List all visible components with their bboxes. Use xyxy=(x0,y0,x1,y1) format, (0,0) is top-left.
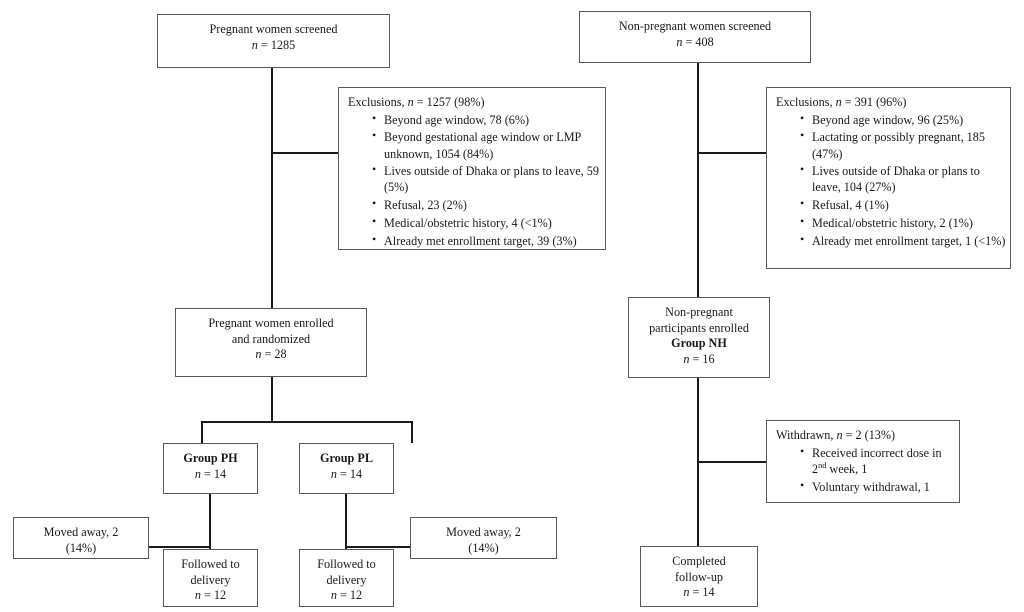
list-item: Already met enrollment target, 1 (<1%) xyxy=(800,232,1010,249)
box-followed-to-delivery-ph: Followed to delivery n = 12 xyxy=(163,549,258,607)
completed-line1: Completed xyxy=(672,554,726,568)
connector-left-split-to-group-pl xyxy=(411,421,413,443)
withdrawn-list: Received incorrect dose in 2nd week, 1 V… xyxy=(767,444,959,495)
completed-n: n = 14 xyxy=(683,585,715,600)
nonpregnant-enrolled-n: n = 16 xyxy=(683,351,715,366)
box-nonpregnant-enrolled: Non-pregnant participants enrolled Group… xyxy=(628,297,770,378)
left-exclusions-list: Beyond age window, 78 (6%) Beyond gestat… xyxy=(339,111,605,249)
list-item: Medical/obstetric history, 2 (1%) xyxy=(800,214,1010,231)
connector-right-screened-to-enrolled xyxy=(697,63,699,297)
connector-left-randomization-split xyxy=(201,421,413,423)
box-moved-away-ph: Moved away, 2 (14%) xyxy=(13,517,149,559)
followed-ph-line2: delivery xyxy=(190,572,231,587)
box-followed-to-delivery-pl: Followed to delivery n = 12 xyxy=(299,549,394,607)
box-pregnant-women-screened: Pregnant women screened n = 1285 xyxy=(157,14,390,68)
connector-left-screened-to-enrolled xyxy=(271,68,273,308)
moved-away-pl-line2: (14%) xyxy=(468,540,499,555)
followed-pl-line1: Followed to xyxy=(317,557,376,571)
moved-away-pl-line1: Moved away, 2 xyxy=(446,525,521,539)
moved-away-ph-line2: (14%) xyxy=(65,540,97,555)
connector-group-ph-to-moved-away xyxy=(148,546,211,548)
box-pregnant-women-enrolled: Pregnant women enrolled and randomized n… xyxy=(175,308,367,377)
group-pl-n: n = 14 xyxy=(330,466,363,481)
group-ph-title: Group PH xyxy=(183,451,238,465)
list-item: Refusal, 23 (2%) xyxy=(372,196,605,213)
left-exclusions-header: Exclusions, n = 1257 (98%) xyxy=(348,95,485,109)
nonpregnant-screened-n: n = 408 xyxy=(676,34,714,49)
list-item: Lives outside of Dhaka or plans to leave… xyxy=(372,162,605,195)
box-withdrawn: Withdrawn, n = 2 (13%) Received incorrec… xyxy=(766,420,960,503)
nonpregnant-enrolled-line1: Non-pregnant xyxy=(665,305,733,319)
followed-ph-line1: Followed to xyxy=(181,557,240,571)
box-group-ph: Group PH n = 14 xyxy=(163,443,258,494)
group-ph-n: n = 14 xyxy=(194,466,227,481)
nonpregnant-screened-title: Non-pregnant women screened xyxy=(618,19,772,33)
right-exclusions-header: Exclusions, n = 391 (96%) xyxy=(776,95,907,109)
pregnant-screened-title: Pregnant women screened xyxy=(209,22,338,36)
pregnant-enrolled-line2: and randomized xyxy=(231,331,311,346)
list-item: Lives outside of Dhaka or plans to leave… xyxy=(800,162,1010,195)
connector-left-split-to-group-ph xyxy=(201,421,203,443)
pregnant-screened-n: n = 1285 xyxy=(251,37,296,52)
withdrawn-header: Withdrawn, n = 2 (13%) xyxy=(776,428,896,442)
list-item: Voluntary withdrawal, 1 xyxy=(800,478,959,495)
box-moved-away-pl: Moved away, 2 (14%) xyxy=(410,517,557,559)
box-right-exclusions: Exclusions, n = 391 (96%) Beyond age win… xyxy=(766,87,1011,269)
list-item: Received incorrect dose in 2nd week, 1 xyxy=(800,444,959,477)
list-item: Lactating or possibly pregnant, 185 (47%… xyxy=(800,128,1010,161)
list-item: Beyond age window, 78 (6%) xyxy=(372,111,605,128)
connector-right-screened-to-exclusions xyxy=(697,152,766,154)
connector-group-pl-to-followed xyxy=(345,493,347,550)
connector-group-pl-to-moved-away xyxy=(345,546,411,548)
group-nh-title: Group NH xyxy=(671,336,727,351)
connector-left-screened-to-exclusions xyxy=(271,152,338,154)
box-group-pl: Group PL n = 14 xyxy=(299,443,394,494)
pregnant-enrolled-line1: Pregnant women enrolled xyxy=(208,316,334,330)
connector-left-enrolled-to-split xyxy=(271,377,273,422)
list-item: Beyond age window, 96 (25%) xyxy=(800,111,1010,128)
box-completed-follow-up: Completed follow-up n = 14 xyxy=(640,546,758,607)
box-nonpregnant-women-screened: Non-pregnant women screened n = 408 xyxy=(579,11,811,63)
completed-line2: follow-up xyxy=(674,569,724,584)
list-item: Beyond gestational age window or LMP unk… xyxy=(372,128,605,161)
list-item: Already met enrollment target, 39 (3%) xyxy=(372,232,605,249)
connector-right-enrolled-to-withdrawn xyxy=(697,461,766,463)
list-item: Refusal, 4 (1%) xyxy=(800,196,1010,213)
connector-group-ph-to-followed xyxy=(209,493,211,550)
followed-ph-n: n = 12 xyxy=(194,588,227,603)
group-pl-title: Group PL xyxy=(320,451,373,465)
moved-away-ph-line1: Moved away, 2 xyxy=(43,525,119,539)
followed-pl-line2: delivery xyxy=(326,572,367,587)
followed-pl-n: n = 12 xyxy=(330,588,363,603)
list-item: Medical/obstetric history, 4 (<1%) xyxy=(372,214,605,231)
nonpregnant-enrolled-line2: participants enrolled xyxy=(649,320,749,335)
box-left-exclusions: Exclusions, n = 1257 (98%) Beyond age wi… xyxy=(338,87,606,250)
pregnant-enrolled-n: n = 28 xyxy=(255,347,287,362)
right-exclusions-list: Beyond age window, 96 (25%) Lactating or… xyxy=(767,111,1010,249)
